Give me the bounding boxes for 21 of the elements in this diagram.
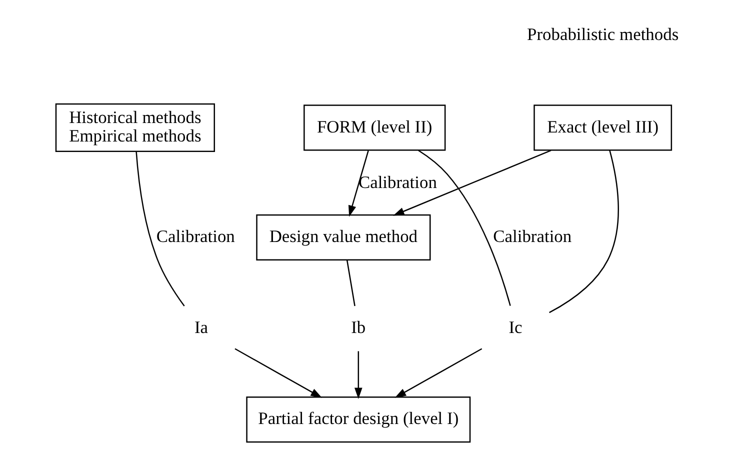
node-box: Design value method <box>256 214 431 261</box>
connector <box>418 150 511 306</box>
arrow <box>234 348 322 398</box>
label: Probabilistic methods <box>527 24 679 44</box>
connector <box>136 151 185 306</box>
connector <box>549 150 619 314</box>
arrow <box>393 150 552 216</box>
edge-label: Calibration <box>493 226 572 246</box>
node-text: Ia <box>194 317 208 338</box>
connector <box>346 260 356 306</box>
node-text: Ib <box>351 317 366 338</box>
arrow <box>394 348 482 398</box>
node-box: Partial factor design (level I) <box>246 396 471 443</box>
edge-label: Calibration <box>156 226 235 246</box>
node-box: Exact (level III) <box>534 104 672 151</box>
node-text: Ic <box>508 317 522 338</box>
edge-label: Calibration <box>358 172 437 192</box>
node-box: FORM (level II) <box>304 104 446 151</box>
arrow <box>348 150 369 217</box>
arrow <box>354 351 362 399</box>
node-box: Historical methods Empirical methods <box>55 103 215 152</box>
